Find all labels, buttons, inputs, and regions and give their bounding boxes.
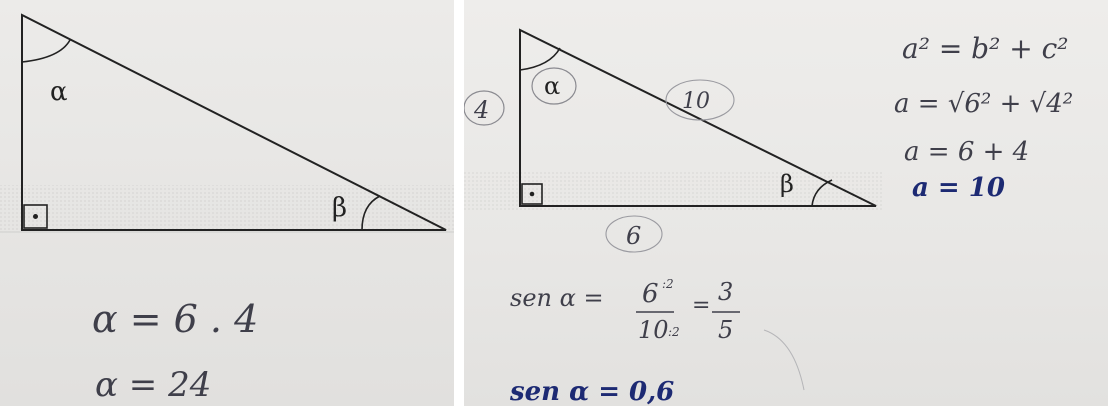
left-triangle-figure: α β α = 6 . 4 α = 24 — [0, 13, 454, 405]
hypotenuse-value: 10 — [682, 89, 710, 114]
right-angle-marker — [521, 183, 543, 205]
dotted-band — [0, 185, 454, 230]
alpha-circle-mark — [531, 67, 577, 105]
fraction-1-numerator: 6 — [642, 279, 659, 309]
right-triangle-figure: α β 4 10 6 a² = b² + c² a = √6² + √4² a … — [464, 28, 1073, 406]
fraction-1-numerator-divisor: :2 — [662, 277, 674, 291]
right-triangle — [519, 28, 877, 207]
alpha-arc — [21, 39, 71, 63]
left-work-line-2: α = 24 — [95, 365, 211, 405]
fraction-1-denominator-divisor: :2 — [668, 325, 680, 339]
fraction-2-numerator: 3 — [718, 278, 733, 306]
left-alpha-label: α — [50, 77, 68, 107]
beta-arc — [811, 179, 833, 207]
faint-pencil-stroke — [763, 329, 805, 391]
side-left-value: 4 — [473, 96, 489, 124]
final-answer: sen α = 0,6 — [509, 377, 674, 406]
right-alpha-label: α — [544, 72, 560, 100]
sen-alpha-label: sen α = — [510, 284, 604, 312]
equation-sum: a = 6 + 4 — [904, 137, 1029, 167]
equation-substitution: a = √6² + √4² — [894, 89, 1073, 119]
right-triangle — [21, 13, 447, 231]
equation-pythagoras: a² = b² + c² — [902, 32, 1069, 65]
left-beta-label: β — [332, 193, 347, 223]
side-bottom-circle-mark — [605, 215, 663, 253]
right-angle-dot — [529, 191, 535, 197]
right-beta-label: β — [780, 170, 794, 198]
right-angle-dot — [33, 214, 38, 219]
left-work-line-1: α = 6 . 4 — [92, 297, 258, 341]
equals-sign: = — [692, 293, 710, 318]
fraction-1-denominator: 10 — [638, 316, 669, 344]
left-photo: α β α = 6 . 4 α = 24 — [0, 0, 454, 406]
beta-arc — [361, 195, 381, 231]
alpha-arc — [519, 47, 561, 71]
right-angle-marker — [23, 204, 48, 229]
fraction-2-denominator: 5 — [718, 316, 733, 344]
hypotenuse-circle-mark — [665, 79, 735, 121]
side-bottom-value: 6 — [626, 222, 641, 250]
right-photo: α β 4 10 6 a² = b² + c² a = √6² + √4² a … — [464, 0, 1108, 406]
equation-result: a = 10 — [912, 173, 1005, 203]
side-left-circle-mark — [464, 90, 505, 126]
